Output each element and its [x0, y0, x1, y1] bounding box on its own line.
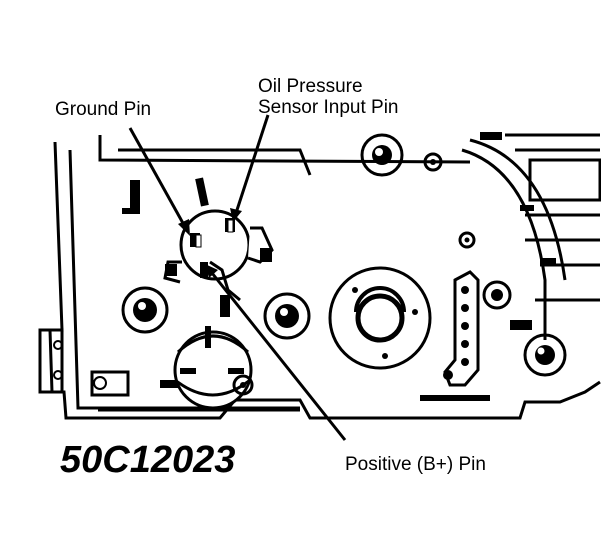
slotted-plate [443, 270, 480, 387]
positive-pin [200, 262, 208, 278]
leader-positive-pin [205, 264, 347, 441]
housing-shading [122, 180, 490, 401]
bulb-socket-middle [263, 292, 311, 340]
small-boss-mid [458, 231, 476, 249]
right-mechanism [461, 133, 601, 340]
small-boss-top [423, 152, 443, 172]
cluster-housing [38, 135, 601, 420]
bulb-socket-left [121, 286, 169, 334]
label-positive-pin: Positive (B+) Pin [345, 454, 486, 475]
bulb-socket-lower-right [523, 333, 567, 377]
leader-ground-pin [128, 127, 190, 236]
right-mechanism-teeth [480, 132, 556, 330]
sensor-connector [163, 177, 274, 317]
label-oil-pressure-line2: Sensor Input Pin [258, 97, 398, 118]
gauge-pivot [328, 266, 432, 370]
figure-code: 50C12023 [60, 439, 235, 481]
oil-pressure-sensor-input-pin [227, 219, 234, 233]
lower-socket-screw [232, 374, 254, 396]
housing-screw-left [53, 340, 107, 390]
lower-socket [173, 326, 253, 410]
label-ground-pin: Ground Pin [55, 99, 151, 120]
bulb-socket-right [482, 280, 512, 310]
leader-oil-pressure-pin [230, 114, 270, 222]
bulb-socket-top [360, 133, 404, 177]
ground-pin [195, 234, 202, 248]
label-oil-pressure-line1: Oil Pressure [258, 76, 363, 97]
